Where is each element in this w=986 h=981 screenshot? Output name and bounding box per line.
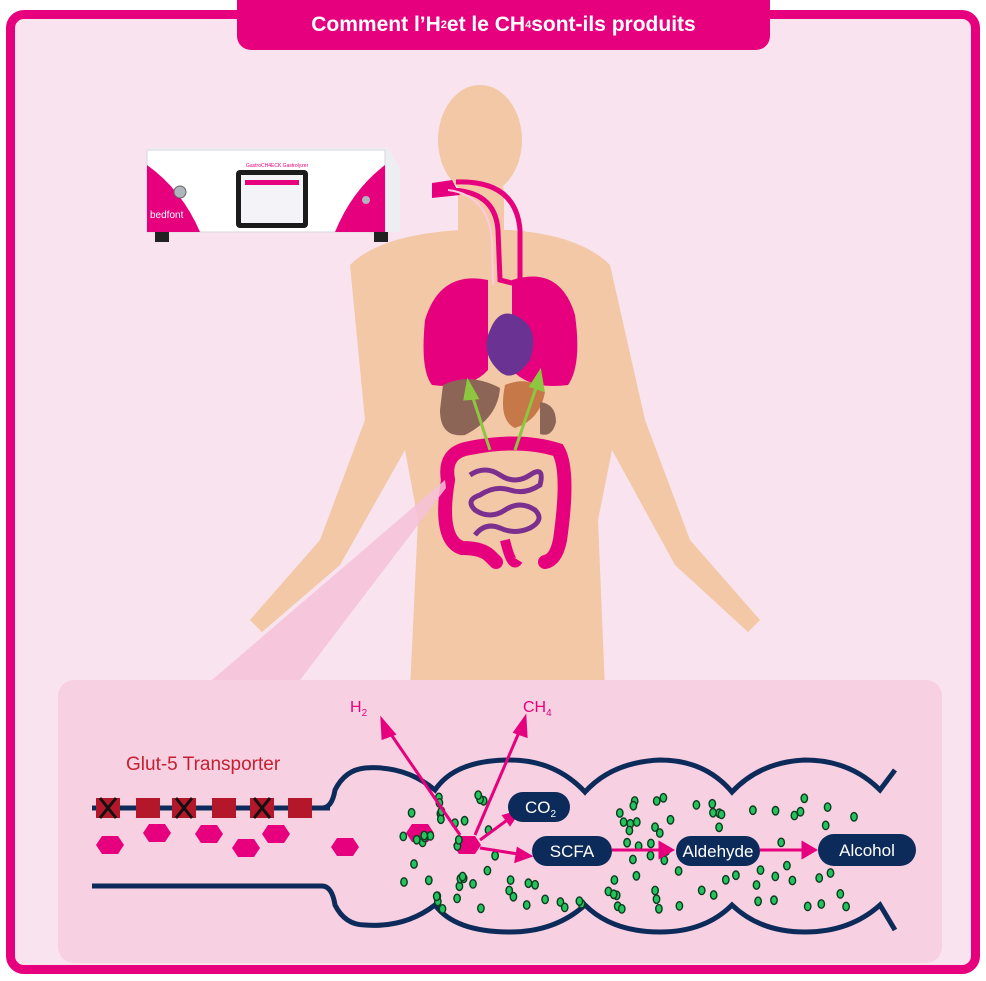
bacterium: [675, 867, 681, 875]
bacterium: [524, 901, 530, 909]
bacterium: [784, 861, 790, 869]
bacterium: [542, 895, 548, 903]
bacterium: [470, 880, 476, 888]
bacterium: [656, 905, 662, 913]
bacterium: [824, 803, 830, 811]
device-brand: bedfont: [150, 210, 184, 221]
bacterium: [723, 876, 729, 884]
bacterium: [801, 794, 807, 802]
bacterium: [400, 832, 406, 840]
bacterium: [733, 871, 739, 879]
bacterium: [709, 800, 715, 808]
bacterium: [851, 813, 857, 821]
bacterium: [617, 809, 623, 817]
bacterium: [753, 881, 759, 889]
bacterium: [401, 878, 407, 886]
bacterium: [611, 890, 617, 898]
bacterium: [506, 886, 512, 894]
bacterium: [634, 818, 640, 826]
bacterium: [791, 811, 797, 819]
bacterium: [843, 902, 849, 910]
bacterium: [426, 876, 432, 884]
svg-text:SCFA: SCFA: [550, 842, 595, 861]
bacterium: [699, 886, 705, 894]
bacterium: [633, 872, 639, 880]
bacterium: [667, 816, 673, 824]
bacterium: [630, 802, 636, 810]
bacterium: [772, 872, 778, 880]
bacterium: [611, 876, 617, 884]
bacterium: [837, 890, 843, 898]
bacterium: [619, 905, 625, 913]
bacterium: [456, 836, 462, 844]
bacterium: [716, 823, 722, 831]
bacterium: [411, 860, 417, 868]
bacterium: [652, 886, 658, 894]
bacterium: [772, 807, 778, 815]
bacterium: [459, 872, 465, 880]
bacterium: [711, 891, 717, 899]
bacterium: [778, 838, 784, 846]
bacterium: [750, 806, 756, 814]
bacterium: [434, 892, 440, 900]
bacterium: [805, 902, 811, 910]
bacterium: [630, 855, 636, 863]
bacterium: [525, 879, 531, 887]
breath-analyzer-device: bedfont GastroCH4ECK Gastrolyzer: [147, 148, 400, 242]
intestine-inset: [58, 680, 942, 963]
zoom-connector: [212, 480, 446, 680]
bacterium: [461, 817, 467, 825]
glut5-label: Glut-5 Transporter: [126, 754, 281, 775]
bacterium: [818, 900, 824, 908]
svg-text:Aldehyde: Aldehyde: [683, 842, 754, 861]
bacterium: [676, 902, 682, 910]
aldehyde-pill: Aldehyde: [676, 836, 760, 866]
bacterium: [771, 896, 777, 904]
bacterium: [408, 809, 414, 817]
bacterium: [475, 791, 481, 799]
scfa-pill: SCFA: [532, 836, 612, 866]
bacterium: [648, 839, 654, 847]
bacterium: [620, 818, 626, 826]
bacterium: [492, 852, 498, 860]
bacterium: [710, 809, 716, 817]
bacterium: [816, 874, 822, 882]
bacterium: [532, 881, 538, 889]
bacterium: [438, 815, 444, 823]
bacterium: [624, 839, 630, 847]
bacterium: [757, 866, 763, 874]
bacterium: [823, 821, 829, 829]
alcohol-pill: Alcohol: [818, 834, 916, 866]
bacterium: [653, 895, 659, 903]
device-model: GastroCH4ECK Gastrolyzer: [246, 163, 309, 169]
bacterium: [576, 897, 582, 905]
bacterium: [797, 808, 803, 816]
bacterium: [414, 836, 420, 844]
bacterium: [562, 903, 568, 911]
co2-pill: CO2: [508, 792, 570, 822]
bacterium: [507, 876, 513, 884]
bacterium: [439, 905, 445, 913]
bacterium: [421, 831, 427, 839]
bacterium: [693, 801, 699, 809]
bacterium: [718, 810, 724, 818]
svg-text:Alcohol: Alcohol: [839, 841, 895, 860]
bacterium: [755, 897, 761, 905]
bacterium: [478, 904, 484, 912]
bacterium: [654, 797, 660, 805]
bacterium: [660, 794, 666, 802]
bacterium: [626, 826, 632, 834]
bacterium: [454, 894, 460, 902]
bacterium: [827, 869, 833, 877]
bacterium: [652, 823, 658, 831]
bacterium: [789, 876, 795, 884]
bacterium: [484, 866, 490, 874]
bacterium: [647, 851, 653, 859]
